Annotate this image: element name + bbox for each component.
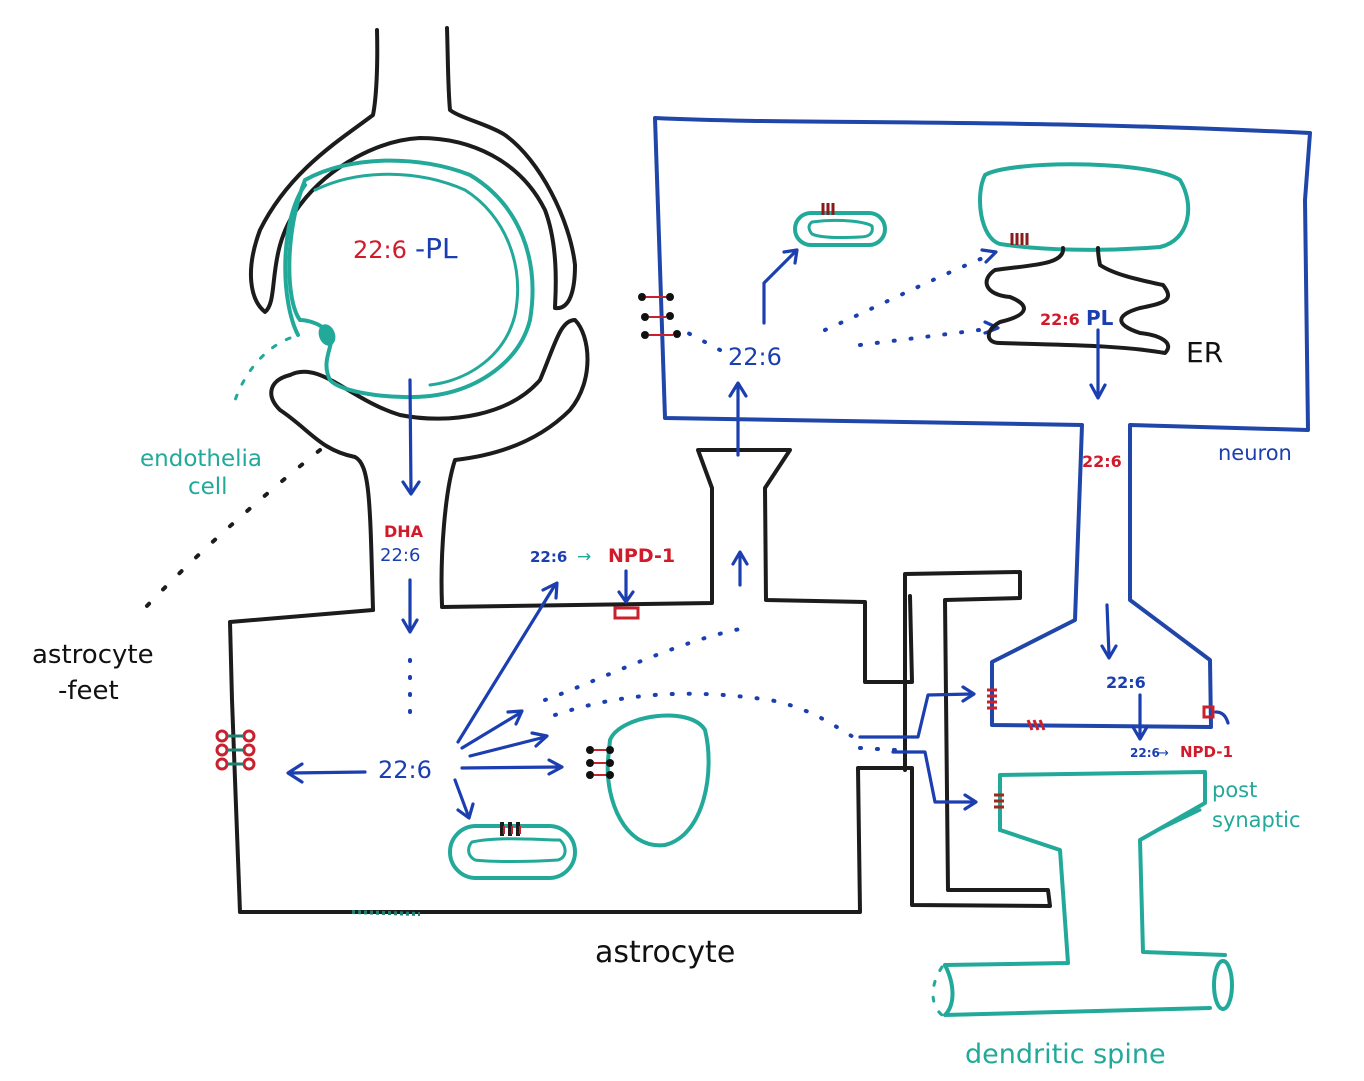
astrocyte-feet-label-2: -feet [58, 676, 119, 706]
terminal-npd-226: 22:6 [1130, 746, 1160, 760]
er-226: 22:6 [1040, 310, 1080, 329]
dendritic-spine [931, 770, 1234, 1017]
membrane-phospholipid-icon [215, 729, 256, 771]
neuron-to-mito-arrow [762, 248, 799, 325]
dha-226-label: 22:6 [380, 545, 420, 566]
astrocyte-feet-pointer [143, 448, 322, 610]
neuron-nucleus [978, 162, 1191, 252]
lumen-label-226: 22:6 [353, 236, 407, 264]
dotted-path [686, 331, 722, 352]
astro-to-neuron-arrow [728, 381, 749, 587]
cell-label: cell [188, 474, 228, 500]
membrane-patch [351, 910, 421, 916]
dha-down-arrow [401, 578, 419, 634]
spine-receptor-icon [994, 793, 1004, 809]
blood-vessel [248, 26, 590, 612]
dha-label: DHA [384, 522, 424, 541]
mitochondrion [448, 822, 577, 880]
synaptic-label: synaptic [1212, 808, 1301, 832]
endothelia-label: endothelia [140, 446, 262, 472]
astro-npd-arrow: → [577, 547, 591, 567]
terminal-226: 22:6 [1106, 673, 1146, 692]
astrocyte-outline [228, 448, 1052, 914]
post-label: post [1212, 778, 1257, 802]
axon-226: 22:6 [1082, 452, 1122, 471]
neuron-membrane-lipid-icon [638, 293, 681, 339]
astrocyte-label: astrocyte [595, 935, 735, 970]
neuron-mitochondrion [793, 203, 887, 247]
astro-npd-226: 22:6 [530, 548, 567, 566]
dha-entry-arrow [401, 378, 421, 496]
dotted-path [543, 626, 747, 702]
dotted-path [858, 746, 897, 752]
npd-receptor-icon [613, 606, 640, 620]
astro-vesicle [586, 713, 711, 848]
dotted-path [823, 253, 992, 332]
terminal-npd-1: NPD-1 [1180, 743, 1233, 761]
endothelial-cell [230, 158, 535, 412]
er-label: ER [1186, 336, 1223, 369]
dendritic-spine-label: dendritic spine [965, 1039, 1166, 1070]
astrocyte-center-226: 22:6 [378, 756, 432, 784]
dotted-path [553, 691, 862, 742]
er-pl: PL [1086, 306, 1114, 330]
neuron-label: neuron [1218, 441, 1292, 465]
terminal-transporter-icon [987, 688, 997, 710]
terminal-receptor-icon [1202, 705, 1215, 719]
er-down-arrow [1089, 328, 1107, 400]
npd-receptor-arrow [617, 569, 635, 604]
astro-to-terminal-arrow [858, 685, 976, 739]
astrocyte-feet-label-1: astrocyte [32, 640, 154, 670]
terminal-receptor-arrow [1214, 710, 1230, 725]
nucleus-icon [318, 324, 336, 346]
terminal-transporter-icon [1026, 719, 1046, 731]
terminal-npd-arrow: → [1158, 746, 1169, 761]
astro-to-spine-arrow [891, 750, 978, 811]
axon-down-arrow [1100, 603, 1118, 660]
astro-radiating-arrows [286, 581, 564, 820]
astro-npd-1: NPD-1 [608, 545, 675, 567]
arrow-head [980, 248, 998, 264]
dotted-path [858, 326, 997, 347]
lumen-label-pl: -PL [415, 232, 458, 265]
terminal-down-arrow [1131, 693, 1149, 741]
neuron-226: 22:6 [728, 343, 782, 371]
endoplasmic-reticulum [984, 246, 1171, 355]
neuron-outline [653, 116, 1312, 729]
